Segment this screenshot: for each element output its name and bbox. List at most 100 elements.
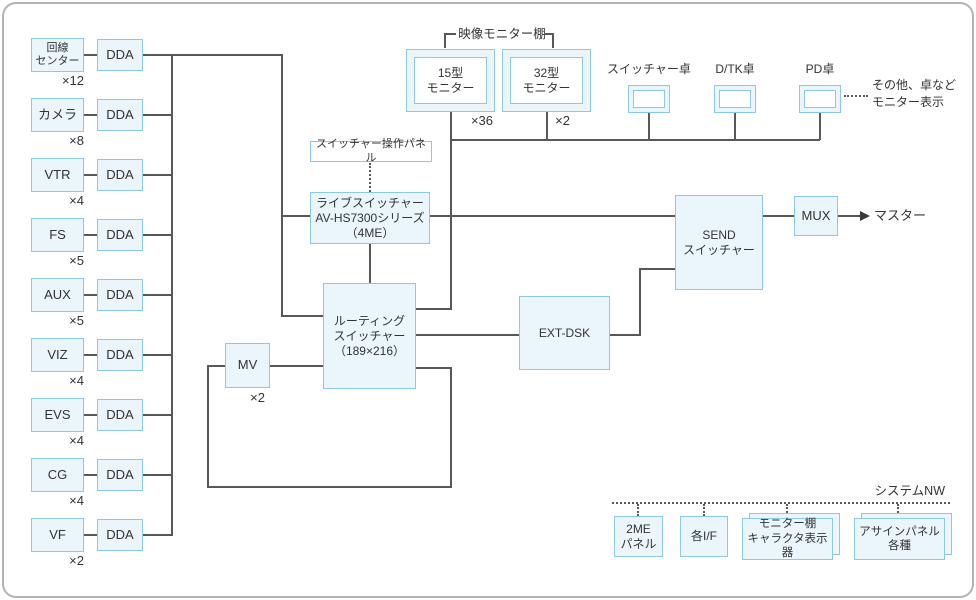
- dda-box: DDA: [97, 519, 143, 551]
- wire: [84, 354, 97, 356]
- pd-desk-monitor: [804, 90, 836, 108]
- nw-2me-panel-box: 2ME パネル: [614, 516, 663, 557]
- bracket: [552, 33, 554, 48]
- source-count: ×4: [69, 373, 84, 388]
- source-count: ×12: [61, 73, 84, 88]
- mux-box: MUX: [794, 196, 838, 236]
- nw-monitor-char-box: モニター棚 キャラクタ表示器: [742, 518, 833, 560]
- source-count: ×5: [69, 313, 84, 328]
- nw-if-box: 各I/F: [680, 516, 728, 557]
- source-count: ×4: [69, 433, 84, 448]
- wire: [648, 113, 650, 140]
- monitor-15-count: ×36: [470, 113, 493, 128]
- wire: [143, 414, 173, 416]
- monitor-bus: [450, 139, 820, 141]
- bracket: [545, 33, 554, 35]
- source-box-line-center: 回線 センター: [31, 38, 84, 72]
- master-label: マスター: [874, 208, 927, 223]
- source-box-fs: FS: [31, 218, 84, 252]
- wire: [207, 486, 452, 488]
- wire: [143, 234, 173, 236]
- wire: [143, 354, 173, 356]
- live-switcher-box: ライブスイッチャー AV-HS7300シリーズ （4ME）: [310, 192, 430, 244]
- source-count: ×5: [69, 253, 84, 268]
- routing-switcher-box: ルーティング スイッチャー （189×216）: [323, 283, 416, 389]
- monitor-shelf-title: 映像モニター棚: [458, 27, 546, 41]
- mv-count: ×2: [250, 390, 265, 405]
- ext-dsk-box: EXT-DSK: [519, 296, 610, 370]
- wire: [416, 367, 452, 369]
- dda-box: DDA: [97, 159, 143, 191]
- source-box-aux: AUX: [31, 278, 84, 312]
- wire: [84, 534, 97, 536]
- dotted-link: [786, 504, 788, 516]
- source-count: ×8: [69, 133, 84, 148]
- wire: [143, 474, 173, 476]
- source-count: ×2: [69, 553, 84, 568]
- source-box-vf: VF: [31, 518, 84, 552]
- wire: [450, 367, 452, 488]
- wire: [143, 534, 173, 536]
- source-bus: [171, 54, 173, 536]
- wire: [430, 215, 675, 217]
- dda-box: DDA: [97, 339, 143, 371]
- bracket: [444, 33, 456, 35]
- dda-box: DDA: [97, 459, 143, 491]
- wire: [84, 114, 97, 116]
- dda-box: DDA: [97, 399, 143, 431]
- dotted-link: [844, 95, 868, 97]
- monitor-15-box: 15型 モニター: [414, 57, 487, 104]
- bracket: [444, 33, 446, 48]
- source-box-cg: CG: [31, 458, 84, 492]
- mv-box: MV: [225, 343, 270, 388]
- wire: [416, 334, 519, 336]
- arrow-to-master: [860, 211, 870, 221]
- wire: [546, 112, 548, 140]
- wire: [639, 268, 675, 270]
- dda-box: DDA: [97, 39, 143, 71]
- other-desks-note: その他、卓など モニター表示: [872, 78, 957, 110]
- wire: [838, 215, 862, 217]
- source-count: ×4: [69, 193, 84, 208]
- wire: [207, 365, 209, 488]
- wire: [639, 268, 641, 336]
- wire: [143, 294, 173, 296]
- nw-assign-panel-box: アサインパネル 各種: [854, 518, 945, 560]
- switcher-operation-panel-box: スイッチャー操作パネル: [310, 138, 432, 164]
- send-switcher-box: SEND スイッチャー: [675, 195, 763, 290]
- wire: [84, 174, 97, 176]
- wire: [369, 244, 371, 283]
- wire: [270, 365, 323, 367]
- wire: [207, 365, 225, 367]
- feed-bus: [281, 54, 283, 317]
- source-box-camera: カメラ: [31, 98, 84, 132]
- pd-desk-label: PD卓: [805, 62, 835, 76]
- wire: [610, 334, 641, 336]
- wire: [84, 294, 97, 296]
- monitor-32-count: ×2: [555, 113, 570, 128]
- dda-box: DDA: [97, 99, 143, 131]
- source-box-vtr: VTR: [31, 158, 84, 192]
- dda-box: DDA: [97, 279, 143, 311]
- wire: [84, 414, 97, 416]
- dotted-link: [637, 504, 639, 516]
- dtk-desk-monitor: [719, 90, 751, 108]
- wire: [416, 308, 452, 310]
- dotted-link: [703, 504, 705, 516]
- system-nw-title: システムNW: [874, 484, 945, 498]
- source-box-viz: VIZ: [31, 338, 84, 372]
- monitor-feed-line: [450, 112, 452, 310]
- source-count: ×4: [69, 493, 84, 508]
- wire: [281, 215, 312, 217]
- wire: [734, 113, 736, 140]
- wire: [84, 54, 97, 56]
- source-box-evs: EVS: [31, 398, 84, 432]
- wire: [84, 234, 97, 236]
- wire: [143, 174, 173, 176]
- wire: [143, 54, 283, 56]
- wire: [763, 215, 794, 217]
- switcher-desk-label: スイッチャー卓: [607, 62, 691, 76]
- wire: [84, 474, 97, 476]
